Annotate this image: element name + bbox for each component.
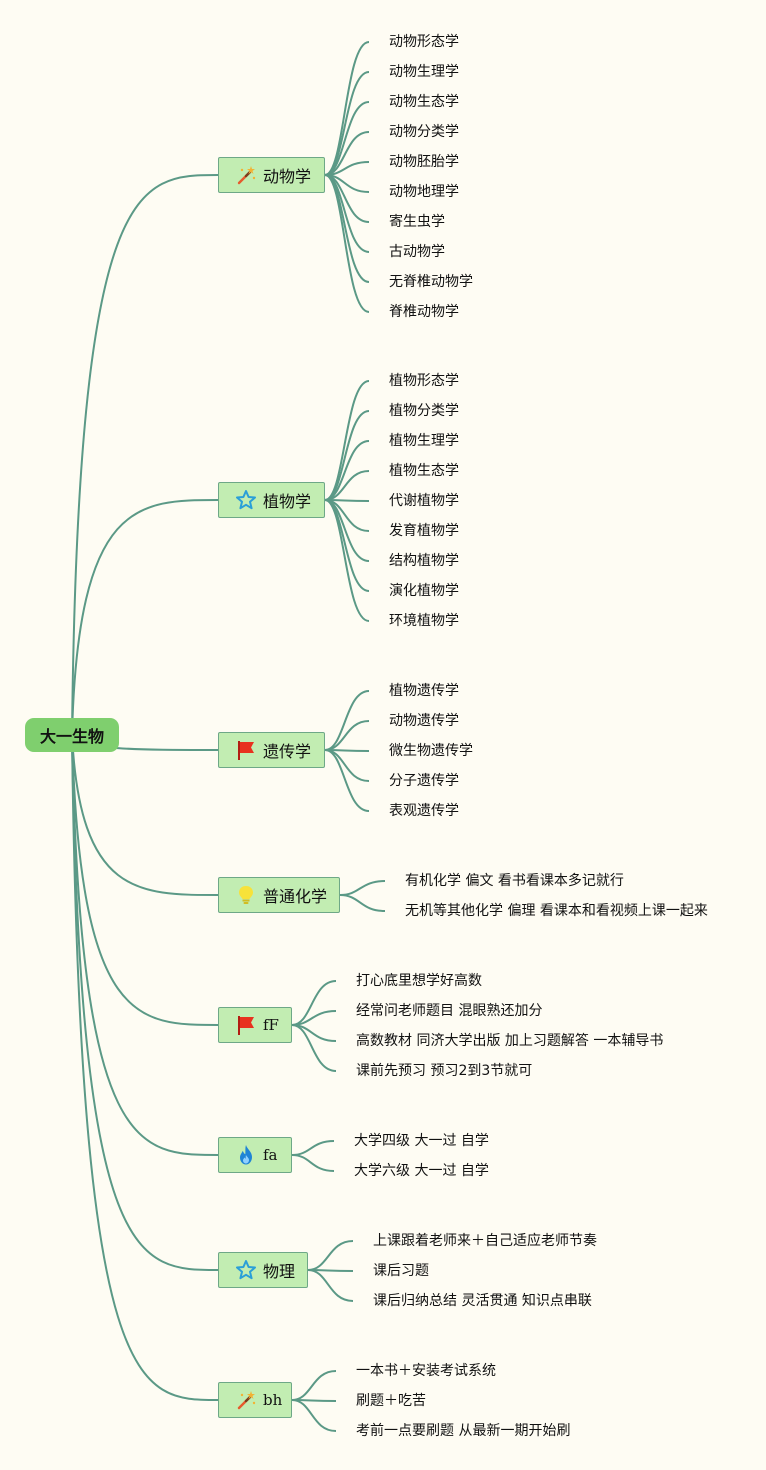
leaf-connector [324,690,370,751]
leaf-node[interactable]: 古动物学 [389,244,445,260]
leaf-connector [324,749,370,812]
leaf-node[interactable]: 动物生态学 [389,94,459,110]
leaf-connector [324,499,370,592]
leaf-connector [307,1240,354,1271]
leaf-connector [324,41,370,176]
leaf-node[interactable]: 大学四级 大一过 自学 [354,1133,489,1149]
leaf-node[interactable]: 代谢植物学 [389,493,459,509]
branch-node[interactable]: bh [218,1382,292,1418]
branch-label: 普通化学 [263,887,328,906]
leaf-node[interactable]: 大学六级 大一过 自学 [354,1163,489,1179]
leaf-node[interactable]: 植物遗传学 [389,683,459,699]
leaf-node[interactable]: 植物形态学 [389,373,459,389]
leaf-node[interactable]: 植物生态学 [389,463,459,479]
leaf-connector [324,499,370,622]
leaf-node[interactable]: 上课跟着老师来＋自己适应老师节奏 [373,1233,597,1249]
leaf-connector [324,440,370,501]
root-connector [71,734,219,1156]
leaf-connector [324,410,370,501]
root-connector [71,734,219,1271]
leaf-node[interactable]: 高数教材 同济大学出版 加上习题解答 一本辅导书 [356,1033,664,1049]
leaf-node[interactable]: 结构植物学 [389,553,459,569]
fire-icon [235,1144,257,1166]
leaf-node[interactable]: 动物形态学 [389,34,459,50]
red-flag-icon [235,739,257,761]
leaf-node[interactable]: 寄生虫学 [389,214,445,230]
star-icon [235,1259,257,1281]
branch-node[interactable]: 植物学 [218,482,325,518]
leaf-connector [339,880,386,896]
leaf-node[interactable]: 刷题＋吃苦 [356,1393,426,1409]
red-flag-icon [235,1014,257,1036]
leaf-connector [291,1154,335,1172]
leaf-node[interactable]: 无机等其他化学 偏理 看课本和看视频上课一起来 [405,903,708,919]
branch-node[interactable]: fF [218,1007,292,1043]
branch-label: fF [263,1016,279,1034]
leaf-node[interactable]: 一本书＋安装考试系统 [356,1363,496,1379]
branch-label: 植物学 [263,492,312,511]
magic-wand-icon [235,164,257,186]
lightbulb-icon [235,884,257,906]
branch-node[interactable]: 物理 [218,1252,308,1288]
leaf-connector [307,1269,354,1302]
leaf-node[interactable]: 环境植物学 [389,613,459,629]
branch-label: fa [263,1146,278,1164]
branch-node[interactable]: 普通化学 [218,877,340,913]
leaf-connector [291,1024,337,1072]
branch-label: 遗传学 [263,742,312,761]
leaf-connector [291,1140,335,1156]
leaf-node[interactable]: 演化植物学 [389,583,459,599]
leaf-node[interactable]: 植物生理学 [389,433,459,449]
leaf-node[interactable]: 动物地理学 [389,184,459,200]
root-connector [71,734,219,1401]
branch-node[interactable]: 遗传学 [218,732,325,768]
leaf-node[interactable]: 无脊椎动物学 [389,274,473,290]
branch-node[interactable]: 动物学 [218,157,325,193]
root-connector [71,174,219,736]
leaf-node[interactable]: 微生物遗传学 [389,743,473,759]
leaf-node[interactable]: 植物分类学 [389,403,459,419]
leaf-node[interactable]: 动物胚胎学 [389,154,459,170]
leaf-connector [324,749,370,782]
leaf-connector [324,174,370,313]
leaf-connector [339,894,386,912]
leaf-node[interactable]: 考前一点要刷题 从最新一期开始刷 [356,1423,571,1439]
leaf-connector [324,71,370,176]
root-node[interactable]: 大一生物 [25,718,119,752]
branch-label: 物理 [263,1262,296,1281]
leaf-node[interactable]: 分子遗传学 [389,773,459,789]
leaf-node[interactable]: 动物遗传学 [389,713,459,729]
leaf-connector [291,980,337,1026]
leaf-node[interactable]: 有机化学 偏文 看书看课本多记就行 [405,873,624,889]
branch-label: 动物学 [263,167,312,186]
root-connector [71,734,219,1026]
root-label: 大一生物 [39,727,104,746]
branch-label: bh [263,1391,283,1409]
leaf-node[interactable]: 经常问老师题目 混眼熟还加分 [356,1003,543,1019]
leaf-node[interactable]: 发育植物学 [389,523,459,539]
branch-node[interactable]: fa [218,1137,292,1173]
leaf-connector [291,1399,337,1432]
leaf-node[interactable]: 课后习题 [373,1263,429,1279]
root-connector [71,499,219,736]
leaf-node[interactable]: 动物生理学 [389,64,459,80]
leaf-node[interactable]: 表观遗传学 [389,803,459,819]
leaf-node[interactable]: 课前先预习 预习2到3节就可 [356,1063,533,1079]
star-icon [235,489,257,511]
magic-wand-icon [235,1389,257,1411]
leaf-node[interactable]: 课后归纳总结 灵活贯通 知识点串联 [373,1293,592,1309]
leaf-connector [324,720,370,751]
root-connector [71,734,219,896]
leaf-node[interactable]: 脊椎动物学 [389,304,459,320]
leaf-node[interactable]: 动物分类学 [389,124,459,140]
leaf-connector [291,1370,337,1401]
leaf-node[interactable]: 打心底里想学好高数 [356,973,482,989]
